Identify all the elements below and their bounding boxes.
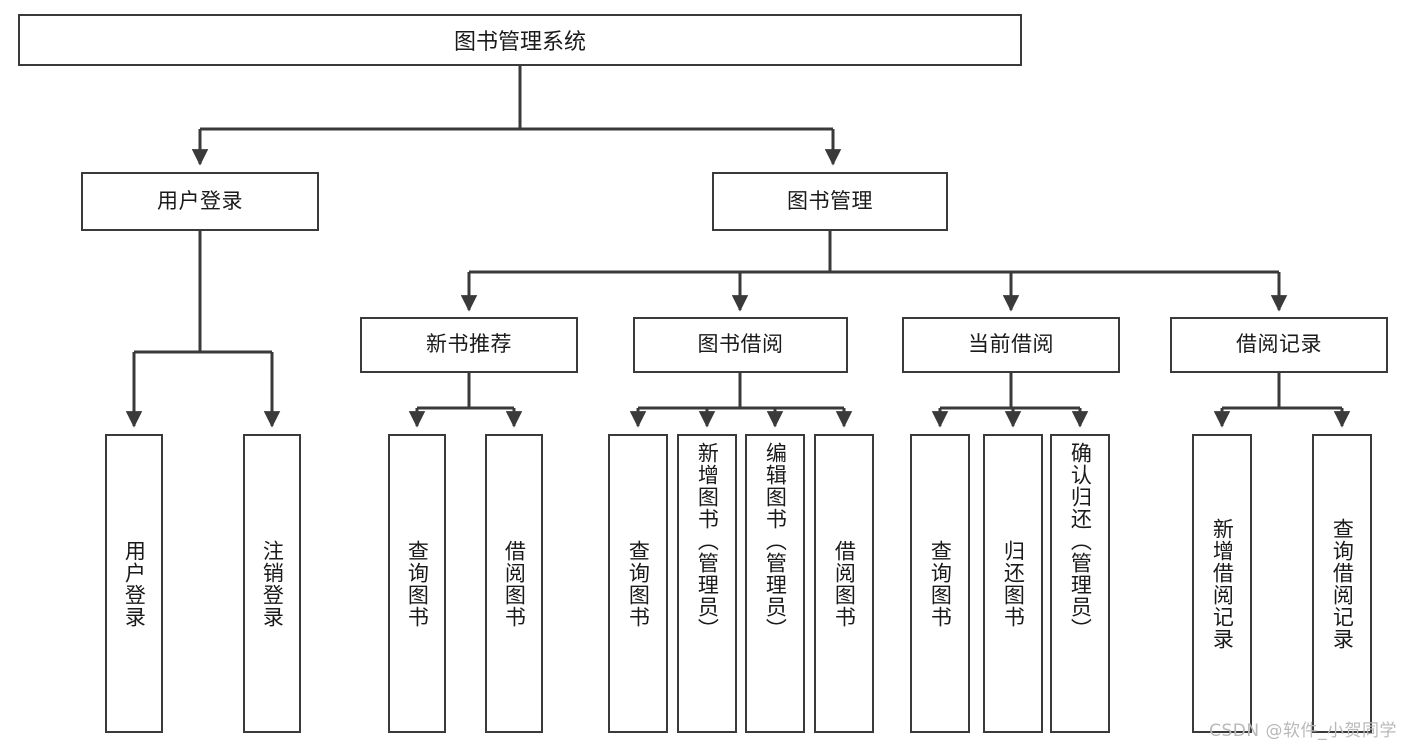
- node-label: 图书借阅: [697, 332, 784, 357]
- node-level3-4[interactable]: 借阅记录: [1170, 317, 1388, 373]
- node-label: 新增借阅记录: [1210, 517, 1235, 650]
- node-label: 查询图书: [626, 539, 651, 628]
- node-label: 借阅图书: [832, 539, 857, 628]
- node-level2-1[interactable]: 用户登录: [81, 172, 319, 231]
- node-label: 当前借阅: [968, 332, 1054, 357]
- node-label: 查询图书: [405, 539, 430, 628]
- node-label: 用户登录: [157, 188, 243, 213]
- node-leaf-7[interactable]: 编辑图书（管理员）: [745, 434, 805, 733]
- node-leaf-5[interactable]: 查询图书: [608, 434, 668, 733]
- node-label: 新增图书（管理员）: [695, 442, 720, 640]
- node-label: 确认归还（管理员）: [1068, 442, 1093, 640]
- node-leaf-9[interactable]: 查询图书: [910, 434, 970, 733]
- node-label: 编辑图书（管理员）: [763, 442, 788, 640]
- node-leaf-1[interactable]: 用户登录: [105, 434, 163, 733]
- node-leaf-8[interactable]: 借阅图书: [814, 434, 874, 733]
- node-root-system[interactable]: 图书管理系统: [18, 14, 1022, 66]
- node-level3-2[interactable]: 图书借阅: [633, 317, 848, 373]
- node-label: 查询图书: [928, 539, 953, 628]
- node-leaf-13[interactable]: 查询借阅记录: [1312, 434, 1372, 733]
- node-label: 查询借阅记录: [1330, 517, 1355, 650]
- node-leaf-6[interactable]: 新增图书（管理员）: [677, 434, 737, 733]
- node-label: 图书管理系统: [453, 30, 586, 55]
- watermark-text: CSDN @软件_小贺同学: [1209, 721, 1397, 741]
- node-leaf-3[interactable]: 查询图书: [388, 434, 446, 733]
- node-level2-2[interactable]: 图书管理: [712, 172, 948, 231]
- node-leaf-11[interactable]: 确认归还（管理员）: [1050, 434, 1110, 733]
- node-label: 用户登录: [122, 539, 147, 628]
- node-leaf-12[interactable]: 新增借阅记录: [1192, 434, 1252, 733]
- node-leaf-2[interactable]: 注销登录: [243, 434, 301, 733]
- node-label: 新书推荐: [426, 332, 512, 357]
- node-label: 借阅图书: [502, 539, 527, 628]
- node-label: 借阅记录: [1236, 332, 1322, 357]
- node-leaf-10[interactable]: 归还图书: [983, 434, 1043, 733]
- node-level3-1[interactable]: 新书推荐: [360, 317, 578, 373]
- node-label: 注销登录: [260, 539, 285, 628]
- node-level3-3[interactable]: 当前借阅: [902, 317, 1120, 373]
- node-label: 归还图书: [1001, 539, 1026, 628]
- node-label: 图书管理: [787, 188, 873, 213]
- node-leaf-4[interactable]: 借阅图书: [485, 434, 543, 733]
